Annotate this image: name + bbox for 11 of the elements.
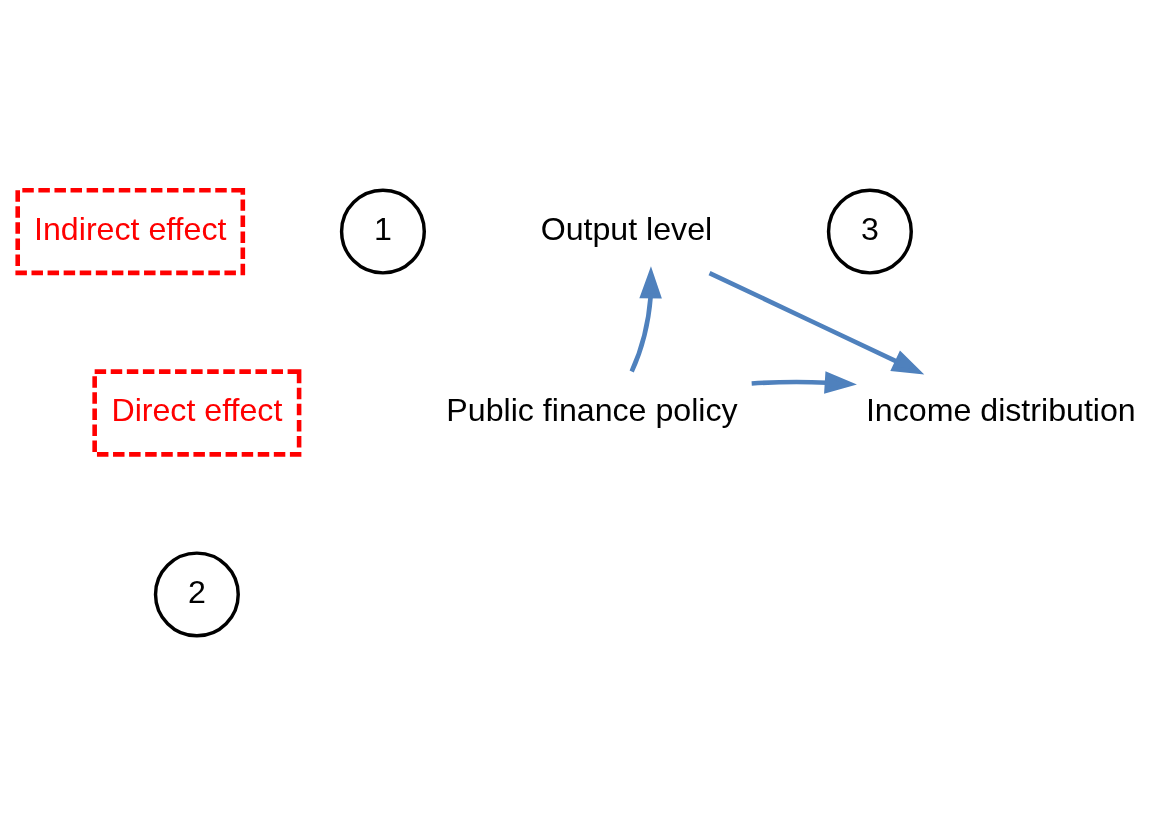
node-circle: 3 <box>826 188 913 275</box>
node-text: Income distribution <box>865 392 1136 429</box>
arrow <box>751 371 857 394</box>
node-circle: 2 <box>153 551 240 638</box>
node-circle: 1 <box>339 188 426 275</box>
node-box: Direct effect <box>92 369 302 457</box>
arrow <box>629 266 662 373</box>
node-text: Output level <box>540 211 713 248</box>
node-box: Indirect effect <box>15 187 246 276</box>
node-text: Public finance policy <box>446 392 738 429</box>
arrow <box>708 271 925 375</box>
